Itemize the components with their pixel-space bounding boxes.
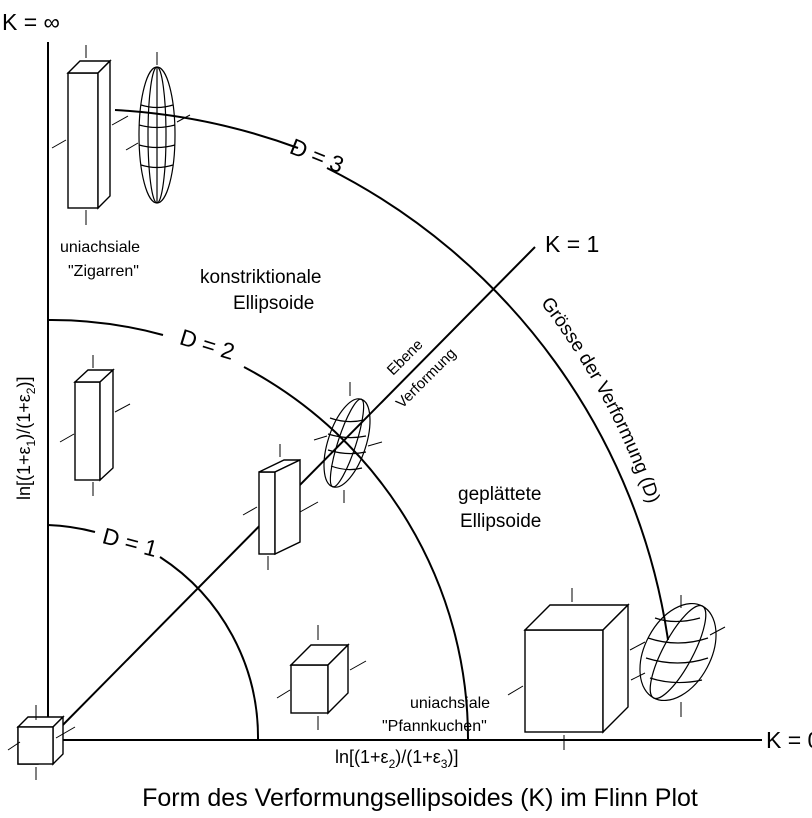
prism-cigar: [51, 45, 129, 225]
constrictional-label-line2: Ellipsoide: [233, 293, 314, 314]
x-axis-label-sub1: 2: [389, 757, 396, 771]
prism-k1: [242, 444, 319, 570]
pancakes-label-line1: uniachsiale: [410, 695, 490, 712]
d1-arc: [47, 524, 260, 741]
y-axis-label-suffix: )]: [14, 377, 34, 388]
y-axis-label-sub2: 2: [24, 387, 38, 394]
x-axis-label: ln[(1+ε2)/(1+ε3)]: [335, 747, 458, 771]
ellipsoid-oblate: [630, 595, 726, 717]
k-infinity-label: K = ∞: [2, 9, 60, 35]
d2-arc: [47, 318, 470, 741]
cigars-label-line2: "Zigarren": [68, 263, 139, 280]
magnitude-label-path: Grösse der Verformung (D): [536, 293, 663, 505]
k-one-label: K = 1: [545, 231, 599, 257]
cigars-label-line1: uniachsiale: [60, 239, 140, 256]
slab-lower: [276, 625, 367, 730]
y-axis-label: ln[(1+ε1)/(1+ε2)]: [14, 377, 38, 500]
ellipsoid-plane-strain: [313, 382, 383, 503]
k-zero-label: K = 0: [766, 727, 812, 753]
d2-label: D = 2: [177, 324, 238, 365]
constrictional-label-line1: konstriktionale: [200, 267, 321, 288]
d3-label: D = 3: [286, 133, 347, 178]
prism-mid-left: [59, 355, 131, 496]
cube-origin: [7, 705, 76, 780]
x-axis-label-suffix: )]: [447, 747, 458, 767]
x-axis-label-sub2: 3: [441, 757, 448, 771]
magnitude-label: Grösse der Verformung (D): [536, 293, 663, 505]
flattened-label-line1: geplättete: [458, 484, 541, 505]
y-axis-label-sub1: 1: [24, 439, 38, 446]
x-axis-label-prefix: ln[(1+ε: [335, 747, 389, 767]
slab-large: [507, 588, 646, 750]
d3-arc: [114, 109, 669, 641]
ellipsoid-prolate: [125, 52, 191, 204]
y-axis-label-mid: )/(1+ε: [14, 394, 34, 440]
d1-label: D = 1: [100, 523, 160, 563]
x-axis-label-mid: )/(1+ε: [395, 747, 441, 767]
y-axis-label-prefix: ln[(1+ε: [14, 446, 34, 500]
caption: Form des Verformungsellipsoides (K) im F…: [142, 784, 698, 812]
flattened-label-line2: Ellipsoide: [460, 511, 541, 532]
pancakes-label-line2: "Pfannkuchen": [382, 718, 487, 735]
